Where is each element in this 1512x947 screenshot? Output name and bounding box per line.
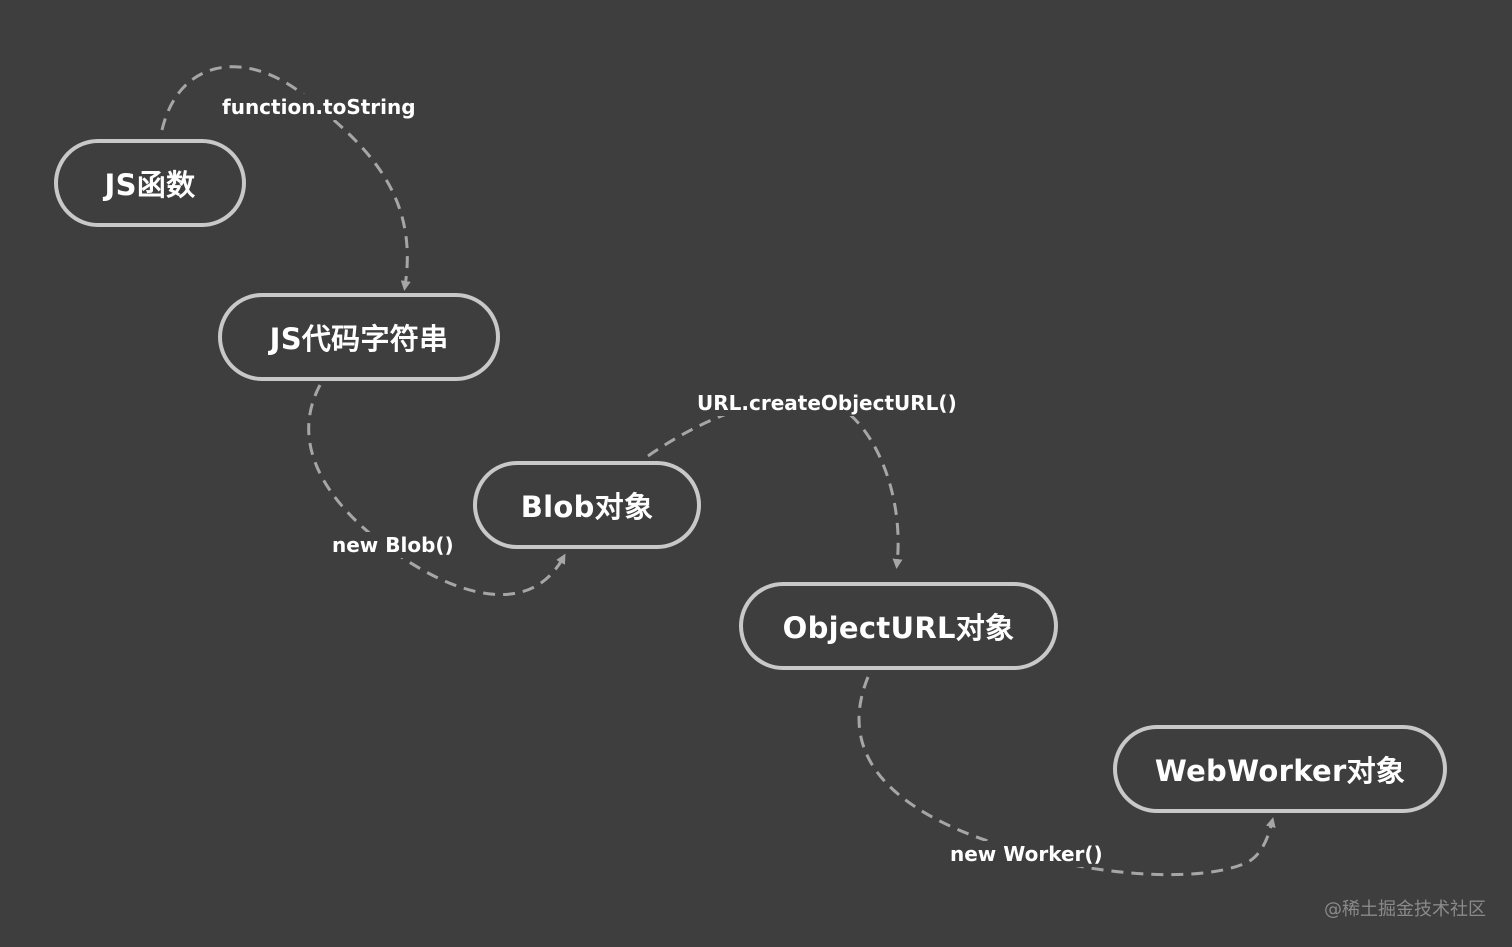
node-objecturl-object: ObjectURL对象	[739, 582, 1058, 670]
node-js-code-string: JS代码字符串	[218, 293, 500, 381]
edge-label-new-worker: new Worker()	[947, 841, 1106, 867]
node-js-function: JS函数	[54, 139, 246, 227]
edge-label-create-object-url: URL.createObjectURL()	[694, 390, 960, 416]
watermark: @稀土掘金技术社区	[1324, 899, 1486, 920]
node-blob-object: Blob对象	[473, 461, 701, 549]
edge-label-tostring: function.toString	[219, 94, 419, 120]
connector-new-blob	[307, 384, 566, 596]
edge-label-new-blob: new Blob()	[329, 532, 457, 558]
node-webworker-object: WebWorker对象	[1113, 725, 1447, 813]
